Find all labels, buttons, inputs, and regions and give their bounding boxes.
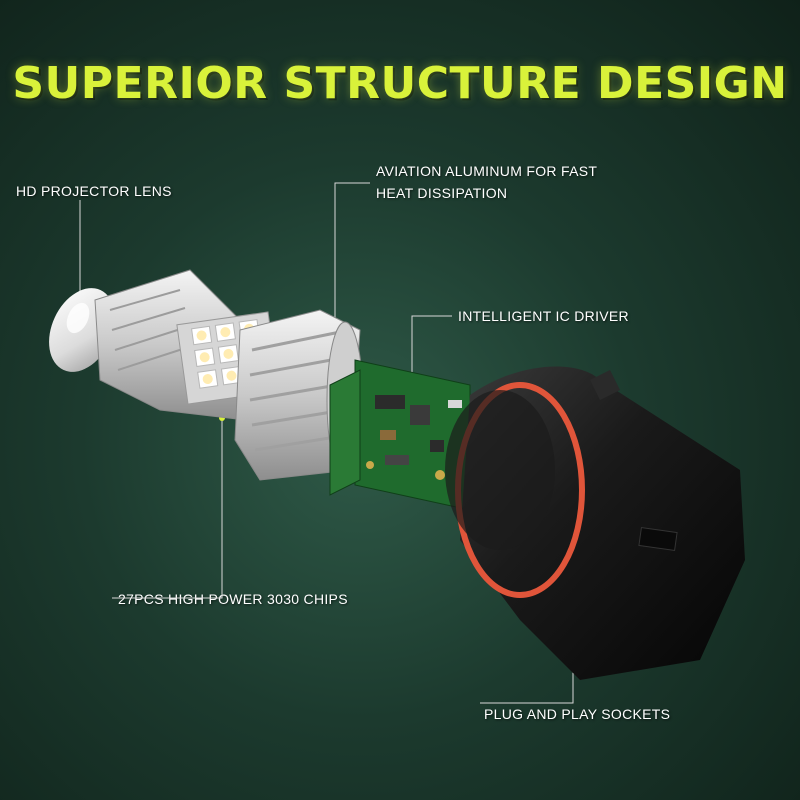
callout-lines [79,182,574,704]
driver-label: INTELLIGENT IC DRIVER [458,308,629,324]
aluminum-label-line2: HEAT DISSIPATION [376,185,508,201]
plug-socket [445,366,745,680]
lens-label: HD PROJECTOR LENS [16,183,172,199]
aluminum-label-line1: AVIATION ALUMINUM FOR FAST [376,163,598,179]
aluminum-pointer-line [334,182,370,328]
page-title: SUPERIOR STRUCTURE DESIGN [12,58,788,109]
sockets-label: PLUG AND PLAY SOCKETS [484,706,671,722]
pcb-driver [329,359,471,511]
chips-pointer-line [112,420,223,599]
chips-label: 27PCS HIGH POWER 3030 CHIPS [118,591,348,607]
